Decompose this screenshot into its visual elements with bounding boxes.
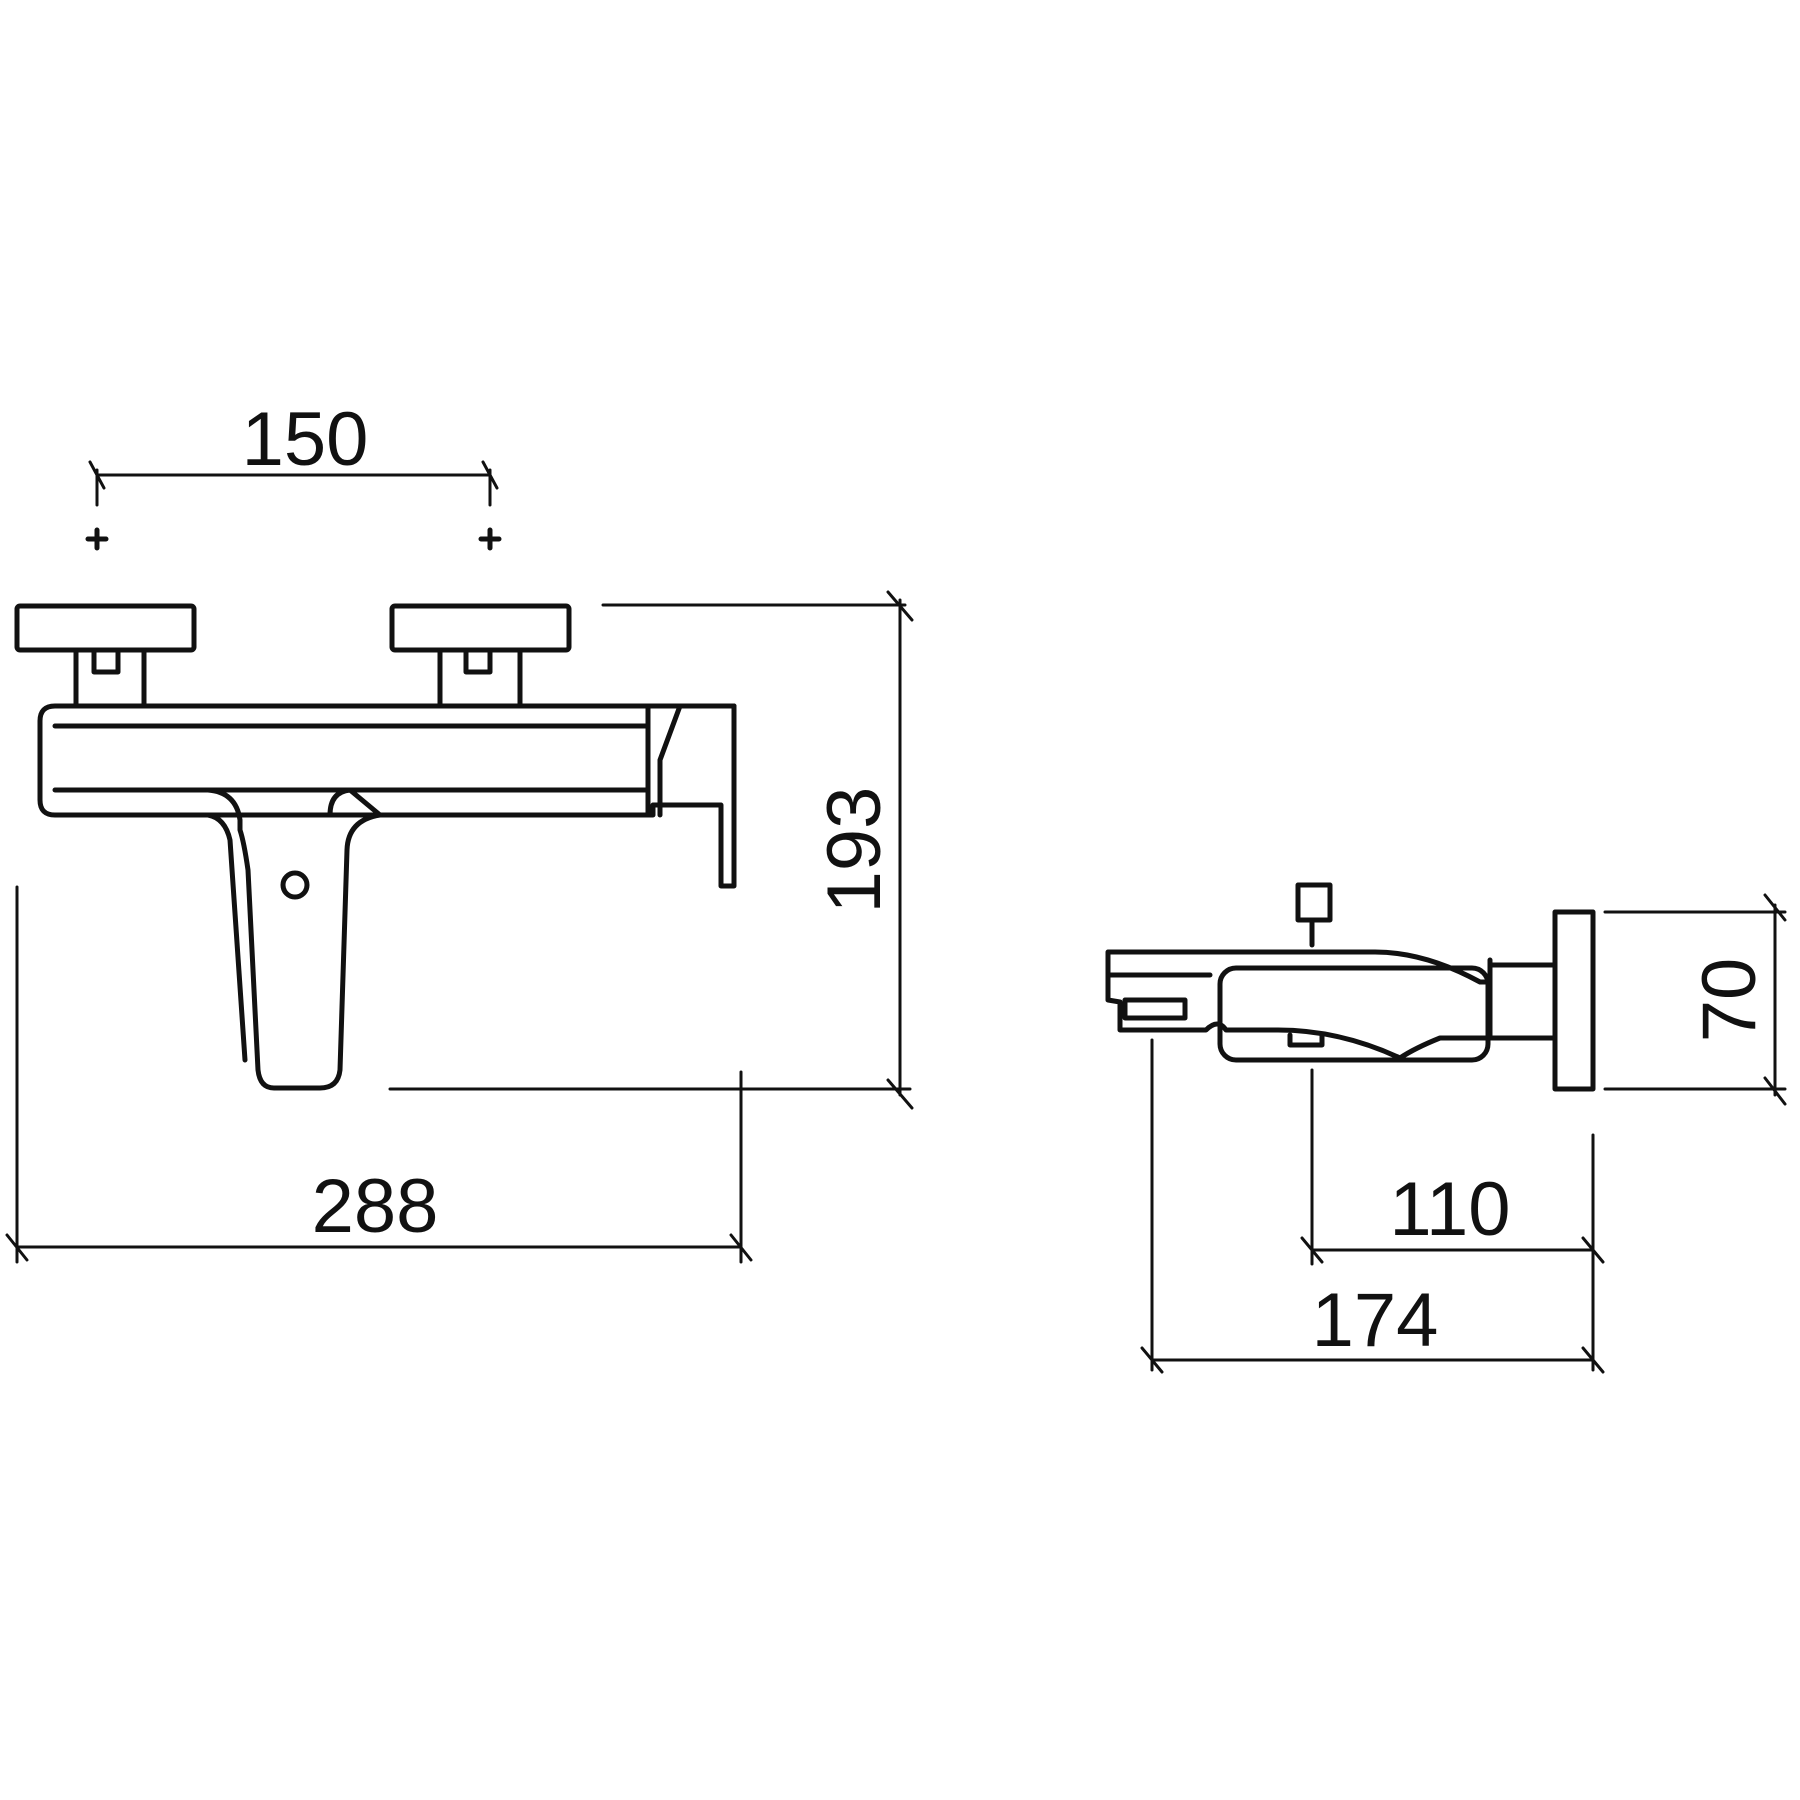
dimension-70-label: 70 (1687, 958, 1772, 1043)
dimension-150: 150 (85, 397, 502, 551)
dimension-288-label: 288 (312, 1164, 439, 1249)
spout-tip (1122, 997, 1325, 1048)
wall-flange (1487, 909, 1596, 1092)
center-outlet (205, 787, 383, 1091)
dimension-174-label: 174 (1312, 1278, 1439, 1363)
dimension-174: 174 (1140, 1038, 1605, 1374)
spout (645, 703, 737, 889)
dimension-288: 288 (5, 885, 753, 1264)
diverter-knob (1295, 882, 1333, 948)
dimension-110: 110 (1300, 1068, 1605, 1266)
mixer-body (37, 703, 651, 818)
dimension-193: 193 (388, 590, 914, 1110)
dimension-193-label: 193 (812, 787, 897, 914)
dimension-110-label: 110 (1389, 1167, 1510, 1252)
dimension-70: 70 (1603, 893, 1787, 1106)
dimension-150-label: 150 (242, 397, 369, 482)
front-view: 150 193 288 (5, 397, 914, 1264)
right-handle (389, 603, 572, 708)
left-handle (14, 603, 197, 708)
side-view: 70 110 174 (1105, 882, 1787, 1374)
